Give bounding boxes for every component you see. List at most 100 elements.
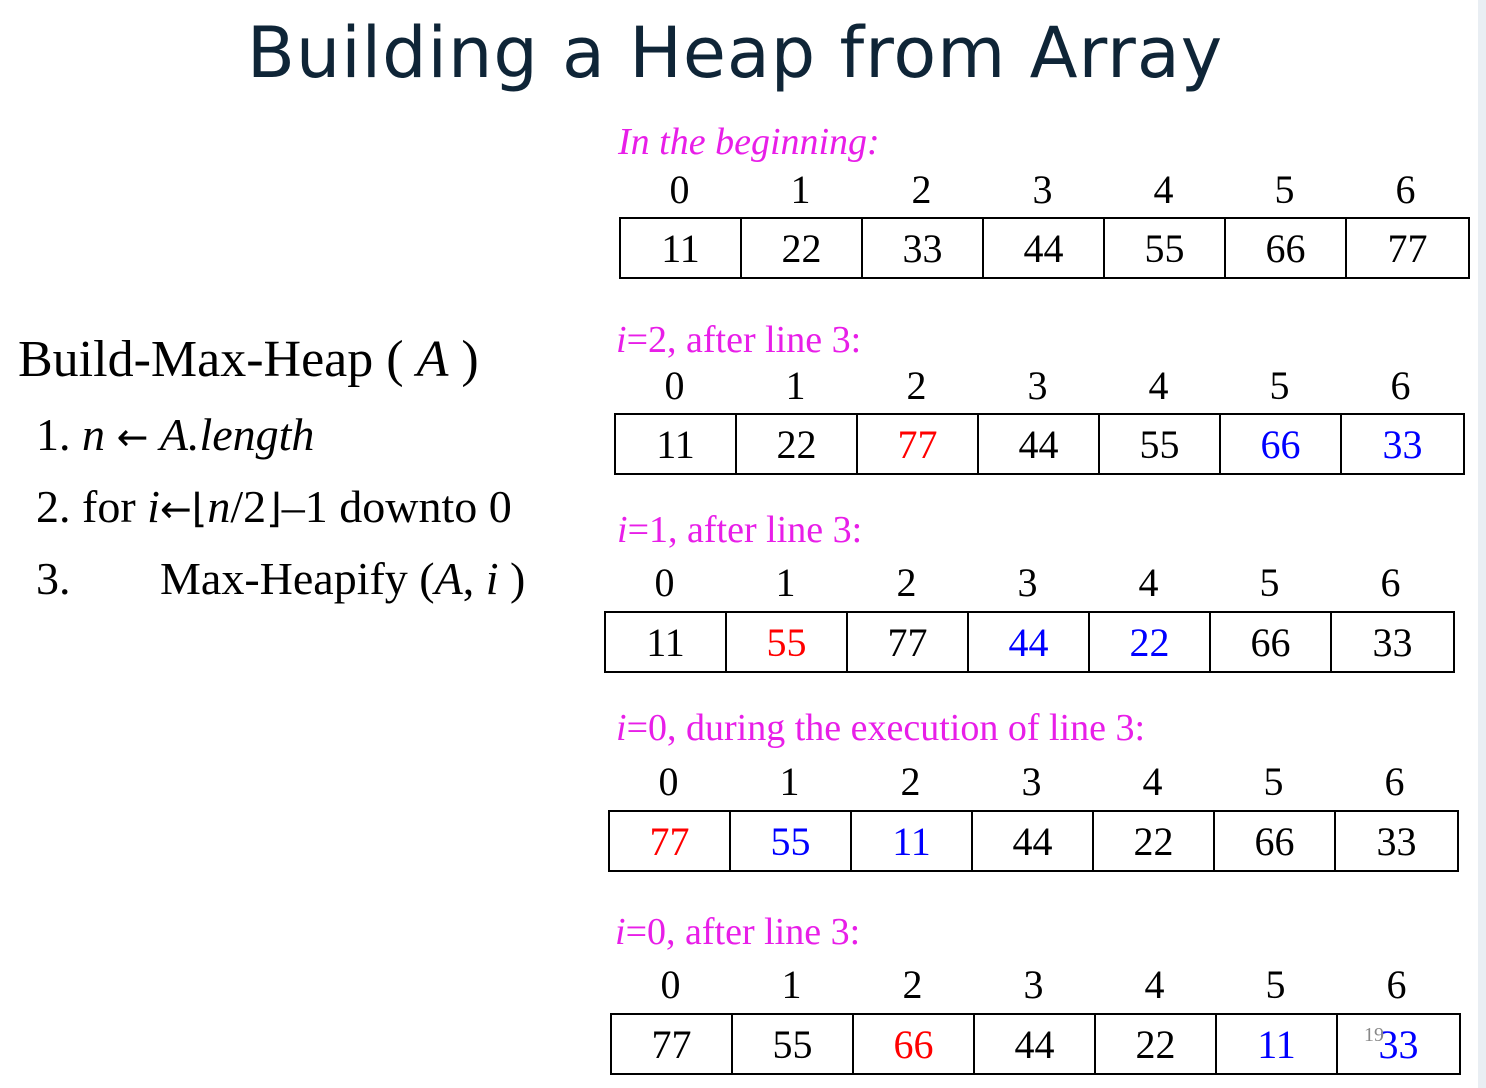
array-index: 5 (1265, 962, 1286, 1007)
step-label: In the beginning: (618, 120, 880, 164)
array-cell: 55 (733, 1015, 854, 1073)
array-index: 2 (911, 167, 932, 212)
array-cell: 22 (737, 415, 858, 473)
array-cell: 55 (1105, 219, 1226, 277)
array-index: 2 (896, 560, 917, 605)
array-cell: 33 (1382, 421, 1423, 467)
array-cell: 33 (863, 219, 984, 277)
floor-left-icon: ⌊ (191, 486, 208, 532)
array-cell: 55 (1100, 415, 1221, 473)
array-cell: 77 (858, 415, 979, 473)
array-cell: 44 (973, 812, 1094, 870)
array-index: 1 (785, 363, 806, 408)
array-index: 6 (1384, 759, 1405, 804)
array-cell: 66 (1215, 812, 1336, 870)
array-cell: 77 (610, 812, 731, 870)
line-number: 3. (36, 553, 71, 604)
array-index: 1 (779, 759, 800, 804)
right-edge-strip (1478, 0, 1486, 1088)
array-index: 4 (1153, 167, 1174, 212)
array-cell: 22 (742, 219, 863, 277)
step-label-var: i (615, 911, 626, 953)
array-index: 0 (669, 167, 690, 212)
array-cell: 77 (848, 613, 969, 671)
algorithm-name: Build-Max-Heap (18, 331, 374, 388)
floor-right-icon: ⌋ (266, 486, 282, 532)
array-cell: 33 (1376, 818, 1417, 864)
array-index: 6 (1395, 167, 1416, 212)
floor-divisor: /2 (230, 481, 267, 532)
array-index: 0 (664, 363, 685, 408)
array-index: 0 (660, 962, 681, 1007)
line-keyword: for (82, 481, 136, 532)
array-index: 5 (1269, 363, 1290, 408)
step-label-var: i (616, 707, 627, 749)
array-index: 0 (658, 759, 679, 804)
array-index: 5 (1274, 167, 1295, 212)
array-index: 6 (1390, 363, 1411, 408)
array-index: 2 (900, 759, 921, 804)
step-label-text: =2, after line 3: (626, 319, 862, 361)
array-cell: 44 (984, 219, 1105, 277)
array-index: 6 (1386, 962, 1407, 1007)
line-var: n (82, 409, 105, 460)
array-index: 3 (1027, 363, 1048, 408)
array-index: 3 (1021, 759, 1042, 804)
line-number: 2. (36, 481, 71, 532)
line-expr: A.length (159, 409, 315, 460)
line-body: Max-Heapify (A, i ) (160, 553, 526, 604)
array-index: 6 (1380, 560, 1401, 605)
array-cell: 22 (1090, 613, 1211, 671)
array-cell: 66 (854, 1015, 975, 1073)
line-call: Max-Heapify (160, 553, 408, 604)
floor-expr: n (207, 481, 231, 532)
array-cell: 33 (1372, 619, 1413, 665)
step-label: i=0, during the execution of line 3: (616, 706, 1145, 750)
line-arg-i: i (485, 553, 499, 604)
array-cell: 66 (1226, 219, 1347, 277)
array-index: 1 (775, 560, 796, 605)
array-index: 5 (1259, 560, 1280, 605)
array-index: 5 (1263, 759, 1284, 804)
algorithm-line-1: 1. n ← A.length (36, 408, 314, 461)
step-label-text: In the beginning: (618, 121, 880, 163)
array-cell: 55 (727, 613, 848, 671)
page-number: 19 (1364, 1024, 1384, 1046)
array-cell: 11 (1217, 1015, 1338, 1073)
step-label-var: i (616, 319, 627, 361)
array-cell: 11 (621, 219, 742, 277)
array-index: 3 (1023, 962, 1044, 1007)
assign-arrow-icon: ← (116, 415, 149, 459)
line-var: i (147, 481, 160, 532)
array-cell: 55 (731, 812, 852, 870)
array-index: 4 (1144, 962, 1165, 1007)
array-index: 4 (1148, 363, 1169, 408)
line-number: 1. (36, 409, 71, 460)
step-label: i=1, after line 3: (617, 508, 862, 552)
array-index: 3 (1032, 167, 1053, 212)
array-index: 2 (906, 363, 927, 408)
line-rest: –1 downto 0 (281, 481, 512, 532)
algorithm-title: Build-Max-Heap ( A ) (18, 331, 479, 388)
array-index: 4 (1138, 560, 1159, 605)
step-label: i=0, after line 3: (615, 910, 860, 954)
array-cell: 11 (616, 415, 737, 473)
step-label-var: i (617, 509, 628, 551)
array-index: 3 (1017, 560, 1038, 605)
slide-title: Building a Heap from Array (246, 12, 1224, 94)
array-cell: 44 (975, 1015, 1096, 1073)
array-index: 1 (781, 962, 802, 1007)
array-cell: 66 (1221, 415, 1342, 473)
index-row: 0 1 2 3 4 5 6 (614, 362, 1461, 408)
step-label-text: =1, after line 3: (627, 509, 863, 551)
array-cell: 11 (852, 812, 973, 870)
array-cell: 44 (969, 613, 1090, 671)
